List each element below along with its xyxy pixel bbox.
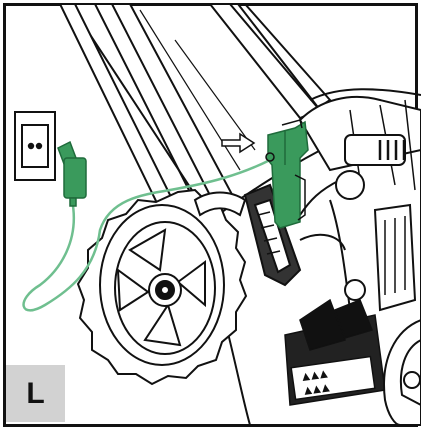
charger-icon: [57, 140, 87, 207]
panel-text-row-1: ▲▲▲: [301, 369, 329, 383]
panel-text-row-2: ▲▲▲: [303, 383, 331, 397]
arrow-right-icon: [221, 132, 256, 154]
height-adjust-lever: [193, 183, 302, 287]
step-label-badge: L: [6, 365, 65, 422]
rear-wheel: [383, 318, 421, 426]
step-label: L: [26, 376, 45, 410]
handle-bars: [58, 3, 332, 242]
battery-pack-icon: [265, 119, 309, 229]
warning-label-panel: ▲▲▲ ▲▲▲: [284, 298, 386, 406]
front-wheel: [76, 188, 248, 386]
wall-socket-icon: [14, 111, 56, 181]
